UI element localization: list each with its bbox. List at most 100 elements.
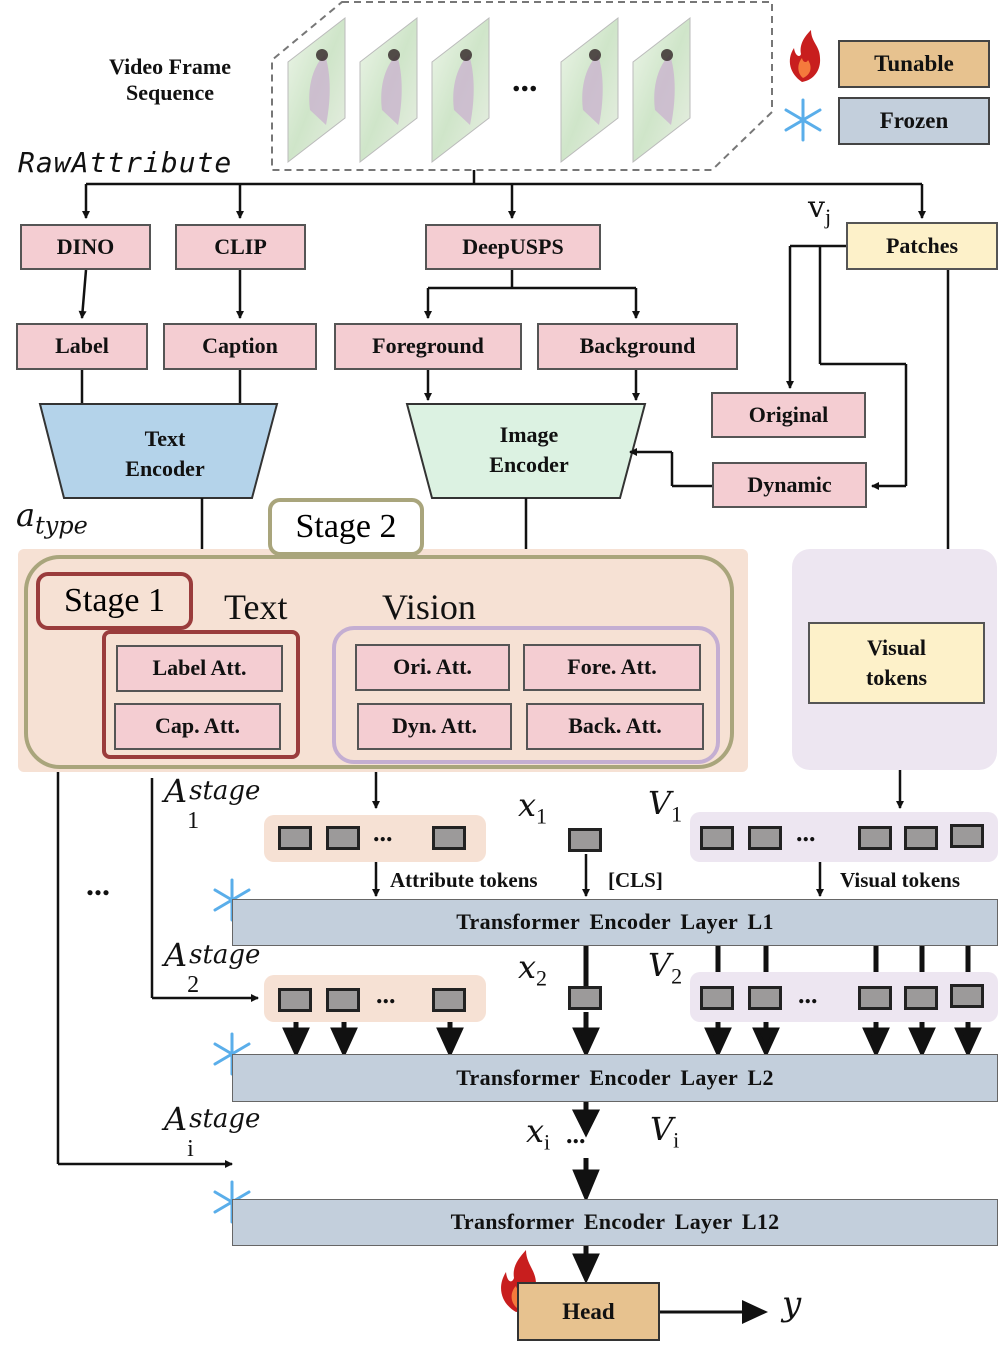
video-frame-sequence-title: Video Frame Sequence <box>100 54 240 106</box>
visual-token <box>700 986 734 1010</box>
cls-token <box>568 986 602 1010</box>
ori-att-box: Ori. Att. <box>355 644 510 691</box>
visual-tokens-row-2 <box>690 972 998 1022</box>
v-j-sub: j <box>824 204 832 229</box>
visual-token <box>858 826 892 850</box>
attribute-tokens-dots-1: ... <box>373 818 393 847</box>
output-y: y <box>782 1284 802 1324</box>
label-box: Label <box>16 323 148 370</box>
vi-base: V <box>650 1110 674 1148</box>
output-y-label: y <box>782 1284 801 1324</box>
caption-box: Caption <box>163 323 317 370</box>
a1-sub: 1 <box>187 808 200 834</box>
a-type-base: a <box>16 496 36 534</box>
visual-token <box>904 986 938 1010</box>
x1-label: x1 <box>518 786 547 829</box>
x1-sub: 1 <box>536 803 548 829</box>
background-box: Background <box>537 323 738 370</box>
a-type-label: atype <box>16 496 88 539</box>
attribute-tokens-label: Attribute tokens <box>390 868 538 892</box>
text-encoder-label: Text Encoder <box>84 424 246 483</box>
v1-sub: 1 <box>671 801 683 827</box>
visual-tokens-dots-1: ... <box>796 818 816 847</box>
attribute-token <box>326 988 360 1012</box>
raw-attribute-label: RawAttribute <box>18 146 233 179</box>
v-j-label: vj <box>808 190 831 230</box>
x2-sub: 2 <box>536 965 548 991</box>
attribute-token <box>278 988 312 1012</box>
video-frame-4 <box>560 16 619 164</box>
stage-2-region <box>24 555 734 769</box>
cls-label: [CLS] <box>608 868 663 892</box>
ai-sup: stage <box>189 1104 261 1134</box>
xi-base: x <box>526 1112 545 1150</box>
video-frames <box>287 16 691 164</box>
legend-frozen: Frozen <box>838 97 990 145</box>
vi-label: Vi <box>650 1110 679 1153</box>
visual-tokens-line-1: Visual <box>866 635 927 661</box>
transformer-layer-l1: Transformer Encoder Layer L1 <box>232 899 998 946</box>
x1-base: x <box>518 786 537 824</box>
head-box: Head <box>517 1282 660 1341</box>
a1-base: A <box>164 772 188 810</box>
visual-token <box>748 826 782 850</box>
visual-token <box>858 986 892 1010</box>
image-encoder-line-2: Encoder <box>489 451 569 477</box>
cls-token <box>568 828 602 852</box>
frames-ellipsis: ... <box>512 62 538 99</box>
label-att-box: Label Att. <box>116 645 283 692</box>
a-type-sub: type <box>35 511 88 540</box>
visual-token <box>904 826 938 850</box>
x2-label: x2 <box>518 948 547 991</box>
image-encoder-label: Image Encoder <box>448 420 610 479</box>
stage-2-badge: Stage 2 <box>268 498 424 556</box>
text-heading: Text <box>224 587 288 627</box>
dyn-att-box: Dyn. Att. <box>357 703 512 750</box>
vision-region <box>332 626 720 764</box>
visual-tokens-row-1 <box>690 812 998 862</box>
v2-sub: 2 <box>671 963 683 989</box>
image-encoder-shape <box>405 403 647 499</box>
stage-1-badge: Stage 1 <box>36 572 193 630</box>
transformer-layer-l2: Transformer Encoder Layer L2 <box>232 1054 998 1102</box>
visual-token <box>748 986 782 1010</box>
attribute-token <box>432 826 466 850</box>
legend-tunable: Tunable <box>838 40 990 88</box>
cap-att-box: Cap. Att. <box>114 703 281 750</box>
v1-label: V1 <box>648 784 682 827</box>
visual-token <box>700 826 734 850</box>
xi-sub: i <box>544 1129 551 1155</box>
video-frame-1 <box>287 16 346 164</box>
foreground-box: Foreground <box>334 323 522 370</box>
layers-ellipsis: ... <box>566 1120 586 1149</box>
vi-sub: i <box>673 1127 680 1153</box>
x2-base: x <box>518 948 537 986</box>
attribute-tokens-dots-2: ... <box>376 980 396 1009</box>
flame-icon-legend <box>789 30 821 82</box>
fore-att-box: Fore. Att. <box>523 644 701 691</box>
visual-tokens-box: Visual tokens <box>808 622 985 704</box>
attribute-token <box>326 826 360 850</box>
visual-token <box>950 824 984 848</box>
xi-label: xi <box>526 1112 550 1155</box>
v2-base: V <box>648 946 672 984</box>
a1-sup: stage <box>189 776 261 806</box>
a2-base: A <box>164 936 188 974</box>
dino-box: DINO <box>20 224 151 270</box>
title-line-1: Video Frame <box>109 54 231 79</box>
video-frame-2 <box>359 16 418 164</box>
attribute-token <box>278 826 312 850</box>
v2-label: V2 <box>648 946 682 989</box>
text-encoder-line-1: Text <box>144 426 186 451</box>
a2-sub: 2 <box>187 972 200 998</box>
image-encoder-line-1: Image <box>499 422 559 447</box>
snowflake-icon-legend <box>784 98 822 142</box>
transformer-layer-l12: Transformer Encoder Layer L12 <box>232 1199 998 1246</box>
visual-tokens-label: Visual tokens <box>840 868 961 892</box>
visual-tokens-line-2: tokens <box>865 665 928 690</box>
title-line-2: Sequence <box>126 80 214 105</box>
